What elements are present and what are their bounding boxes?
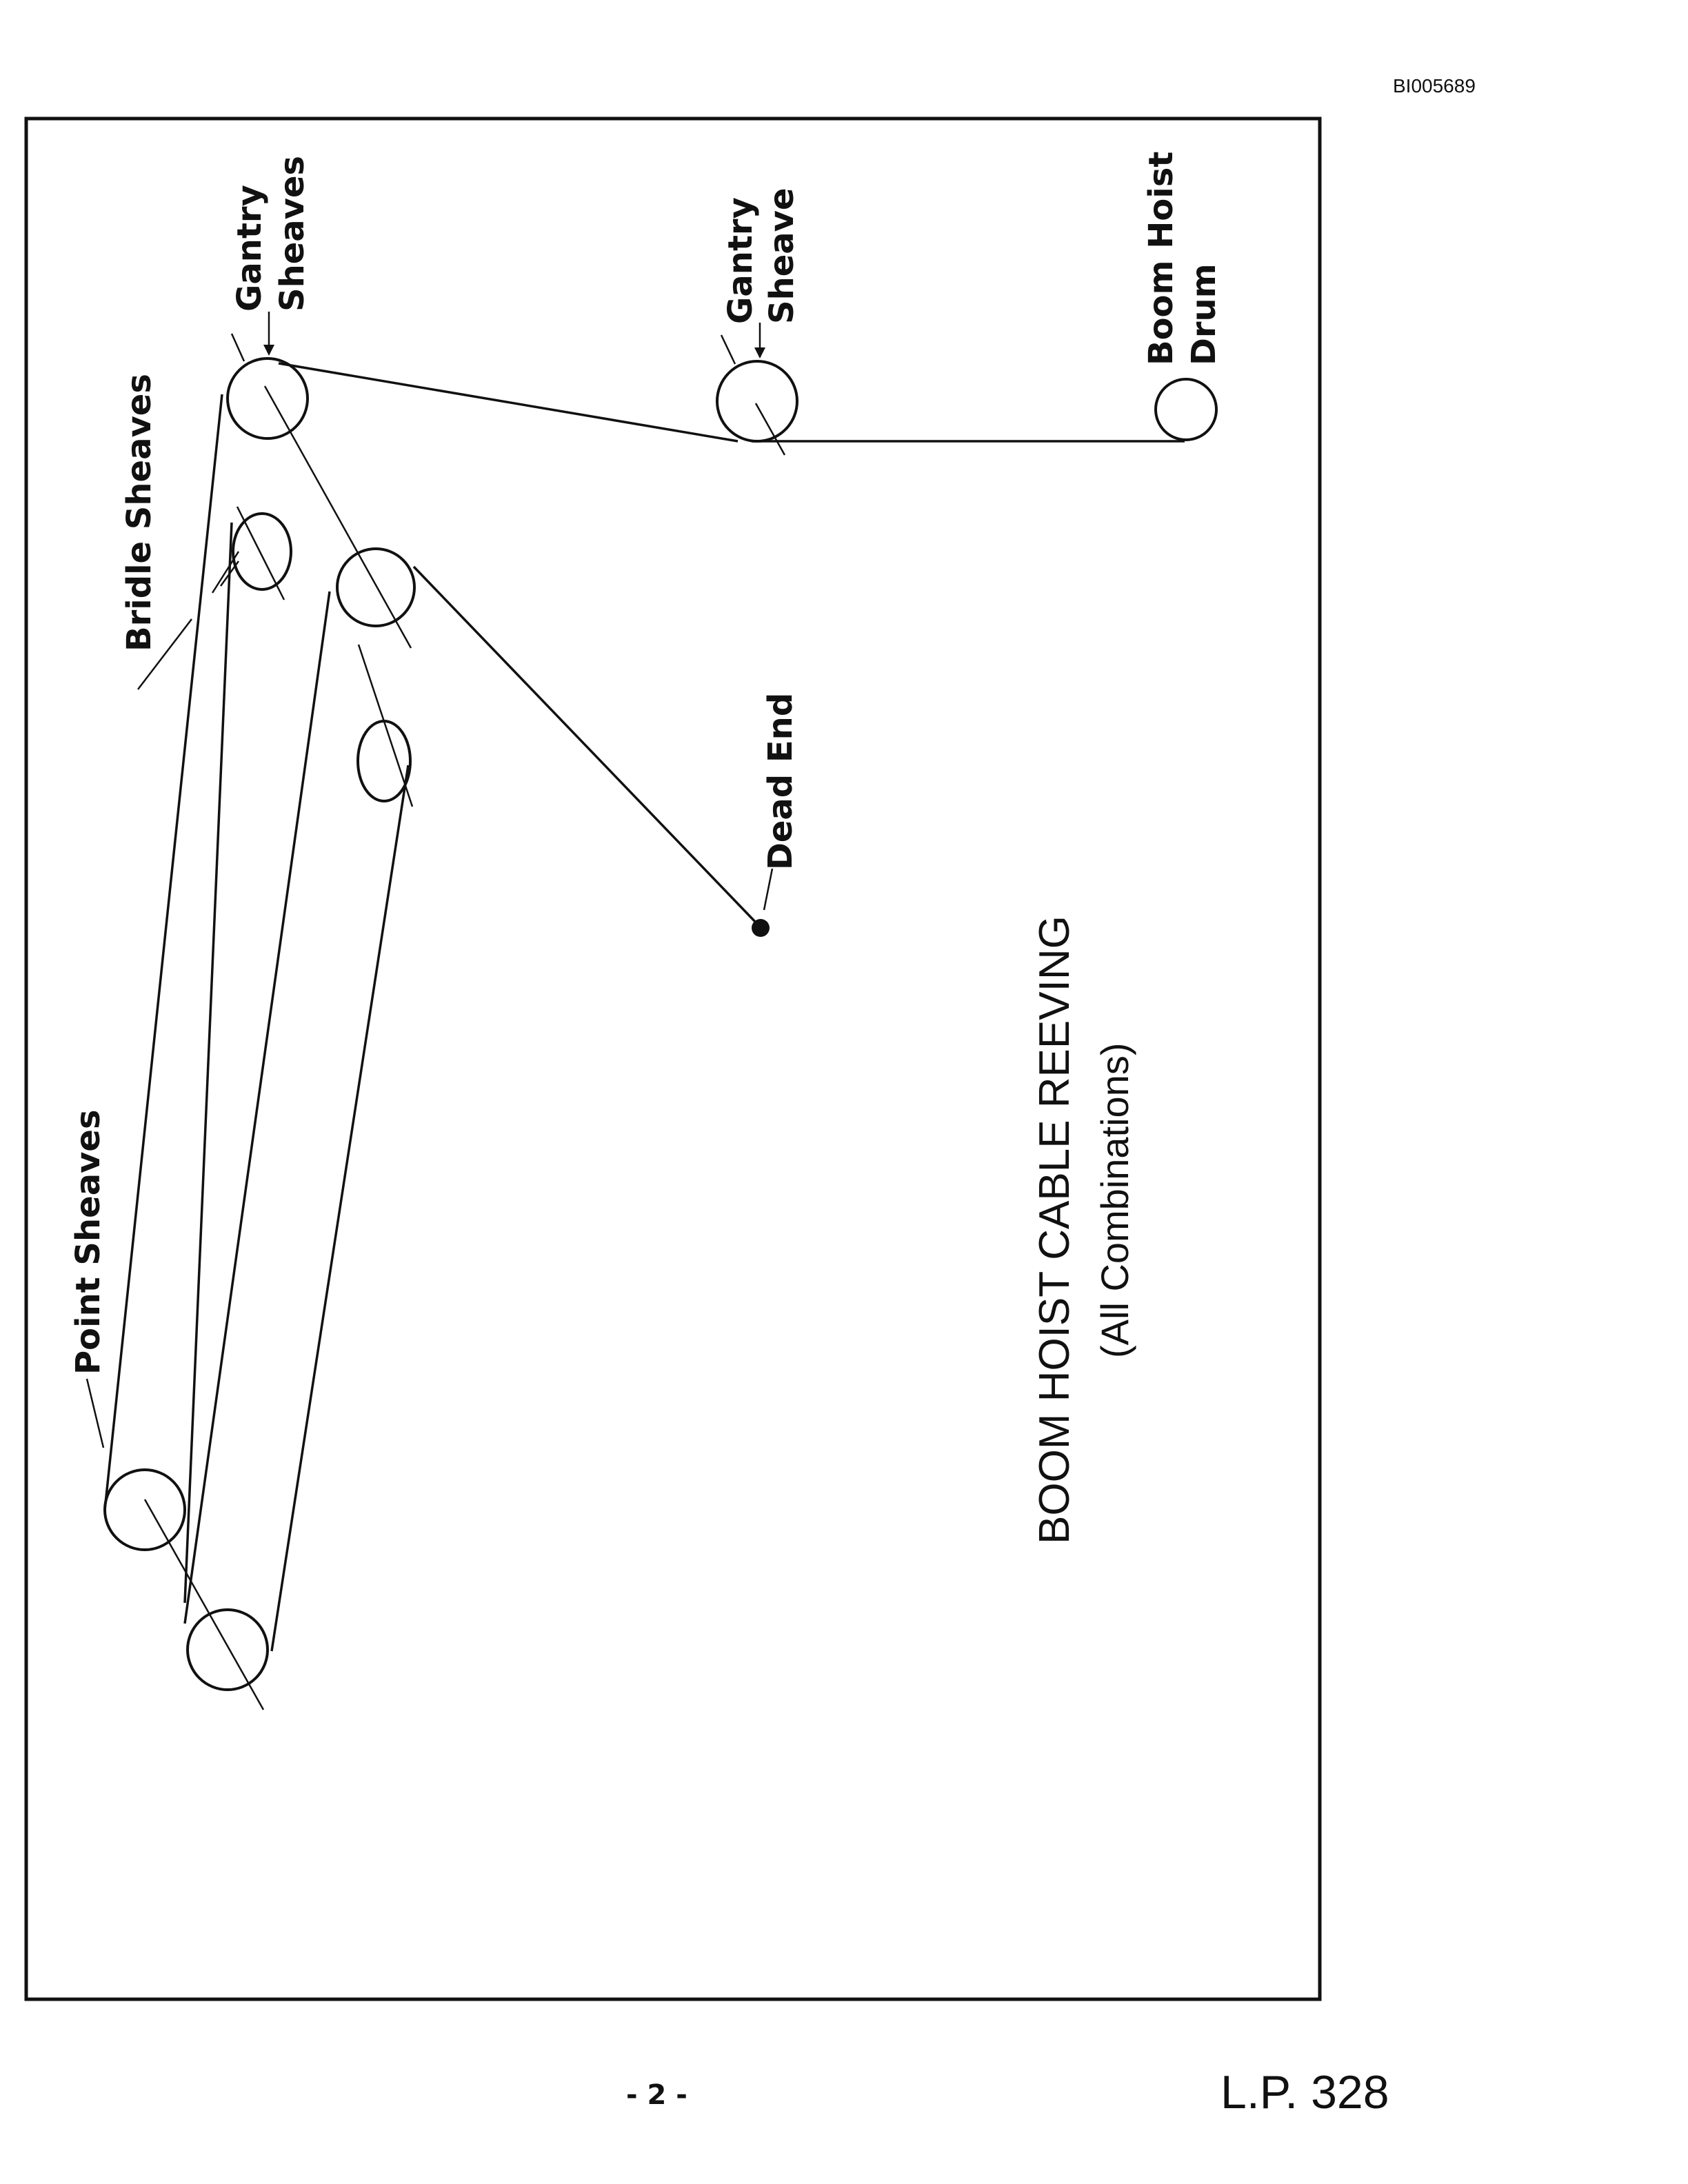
gantry-sheave-single [716, 360, 798, 443]
diagram-title: BOOM HOIST CABLE REEVING [1031, 916, 1078, 1544]
point-sheave-lower [186, 1608, 269, 1691]
leader-bridle-c [219, 560, 240, 587]
bridle-sheave-lower [356, 720, 412, 802]
cable-bridle-to-point-a [183, 522, 233, 1604]
arrow-gantry-sheaves [263, 345, 274, 356]
label-point-sheaves: Point Sheaves [69, 1109, 108, 1375]
bridle-sheave-mid [336, 547, 416, 627]
leader-gantry-sheave-a [720, 334, 736, 365]
axle-line-bridle-lower [357, 644, 414, 807]
leader-bridle-a [137, 618, 192, 690]
gantry-sheave-upper [226, 357, 309, 440]
dead-end-anchor [752, 919, 770, 937]
diagram-frame [24, 117, 1322, 2001]
label-bridle-sheaves: Bridle Sheaves [120, 374, 159, 651]
lp-number: L.P. 328 [1220, 2066, 1389, 2119]
axle-line-gantry-single [754, 403, 786, 456]
label-dead-end: Dead End [761, 693, 800, 870]
cable-bridle-to-point-c [270, 765, 410, 1652]
label-gantry-sheave-line2: Sheave [763, 188, 801, 324]
document-id: BI005689 [1393, 75, 1476, 97]
point-sheave-upper [103, 1468, 186, 1551]
page-number: - 2 - [626, 2079, 687, 2111]
cable-gantry-to-gantry [278, 362, 738, 443]
label-gantry-sheave-line1: Gantry [721, 197, 760, 324]
boom-hoist-drum [1154, 378, 1218, 441]
label-boom-hoist-drum-line2: Drum [1185, 263, 1223, 365]
label-gantry-sheaves-line2: Sheaves [273, 156, 312, 312]
label-leaders [86, 312, 774, 1448]
cable-runs [103, 362, 1185, 1652]
arrow-gantry-sheave [754, 347, 765, 358]
leader-bridle-b [211, 551, 240, 594]
sheaves [103, 357, 1218, 1691]
axle-line-gantry [263, 385, 412, 649]
label-gantry-sheaves-line1: Gantry [230, 185, 269, 312]
sheave-axles [143, 385, 786, 1710]
label-boom-hoist-drum-line1: Boom Hoist [1142, 152, 1180, 365]
axle-line-point [143, 1499, 265, 1710]
diagram-subtitle: (All Combinations) [1093, 1043, 1136, 1359]
leader-point-sheaves [86, 1378, 105, 1448]
cable-to-dead-end [412, 565, 758, 925]
leader-dead-end [763, 868, 774, 911]
bridle-sheave-upper [232, 512, 292, 591]
cable-gantry-to-point [103, 394, 223, 1510]
cable-bridle-to-point-b [183, 591, 331, 1624]
leader-gantry-sheaves-a [230, 333, 245, 362]
